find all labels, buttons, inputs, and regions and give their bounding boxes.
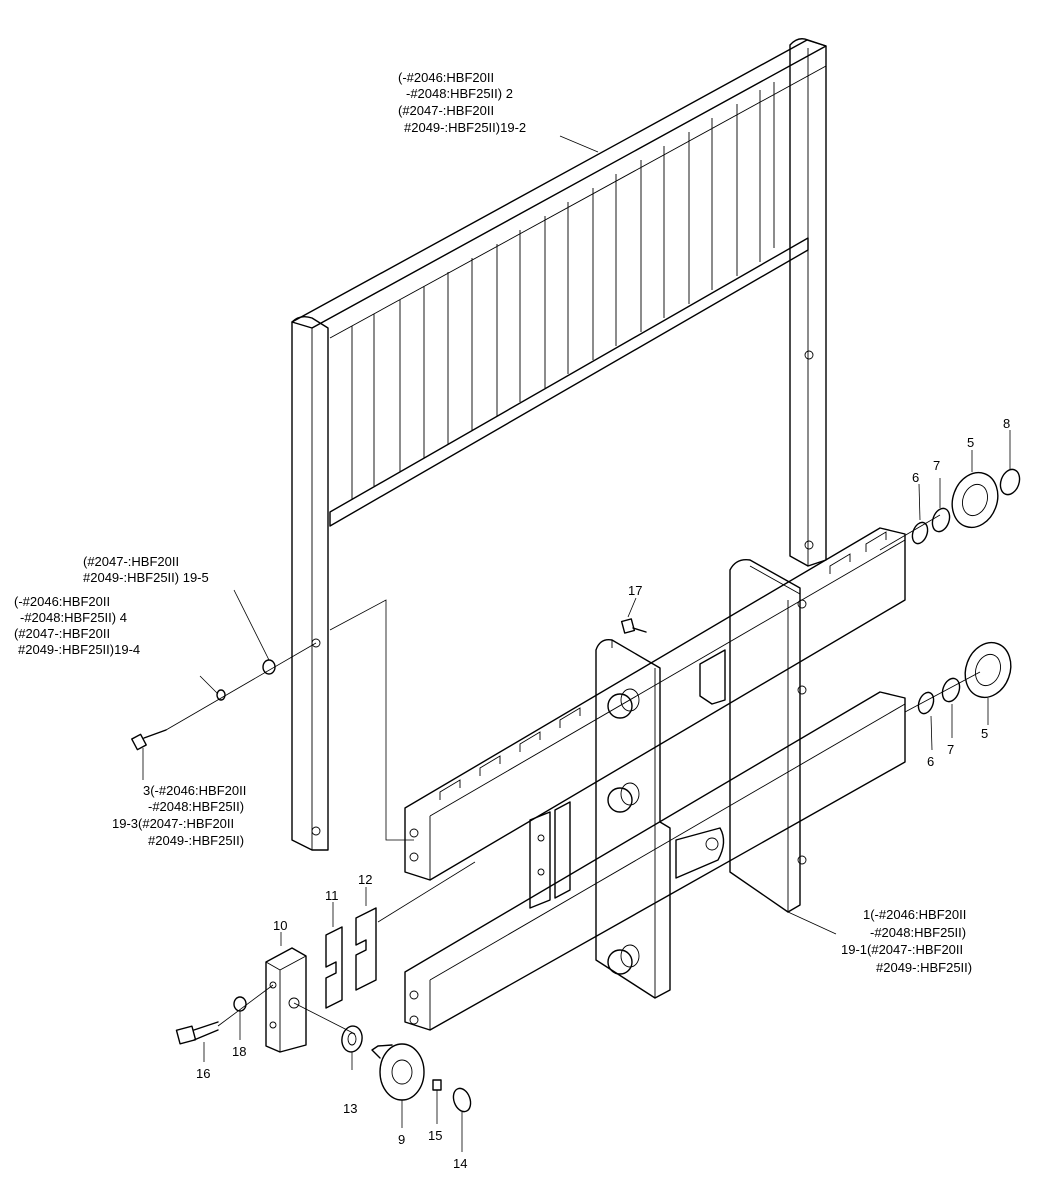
svg-text:(#2047-:HBF20II: (#2047-:HBF20II — [83, 554, 179, 569]
svg-text:12: 12 — [358, 872, 372, 887]
svg-text:19-3(#2047-:HBF20II: 19-3(#2047-:HBF20II — [112, 816, 234, 831]
svg-text:13: 13 — [343, 1101, 357, 1116]
svg-text:11: 11 — [325, 888, 339, 903]
callout-washer-19-5: (#2047-:HBF20II #2049-:HBF25II) 19-5 — [83, 554, 209, 585]
svg-text:-#2048:HBF25II): -#2048:HBF25II) — [870, 925, 966, 940]
fork-carriage — [404, 527, 906, 1031]
roller-9-assembly — [293, 1002, 472, 1152]
svg-text:6: 6 — [927, 754, 934, 769]
svg-text:#2049-:HBF25II): #2049-:HBF25II) — [148, 833, 244, 848]
svg-text:#2049-:HBF25II): #2049-:HBF25II) — [876, 960, 972, 975]
callout-carriage: 1(-#2046:HBF20II -#2048:HBF25II) 19-1(#2… — [787, 907, 972, 975]
shim-12 — [355, 861, 476, 991]
svg-text:(-#2046:HBF20II: (-#2046:HBF20II — [14, 594, 110, 609]
svg-text:19-1(#2047-:HBF20II: 19-1(#2047-:HBF20II — [841, 942, 963, 957]
svg-text:#2049-:HBF25II) 19-5: #2049-:HBF25II) 19-5 — [83, 570, 209, 585]
svg-text:(-#2046:HBF20II: (-#2046:HBF20II — [398, 70, 494, 85]
bolt-3-assembly — [131, 589, 414, 841]
callout-backrest: (-#2046:HBF20II -#2048:HBF25II) 2 (#2047… — [398, 70, 599, 153]
svg-text:7: 7 — [933, 458, 940, 473]
shim-11 — [325, 902, 343, 1009]
svg-text:8: 8 — [1003, 416, 1010, 431]
bearing-set-upper — [879, 430, 1021, 551]
bearing-set-lower — [904, 641, 1012, 751]
svg-text:1(-#2046:HBF20II: 1(-#2046:HBF20II — [863, 907, 966, 922]
svg-text:15: 15 — [428, 1128, 442, 1143]
svg-text:6: 6 — [912, 470, 919, 485]
svg-text:(#2047-:HBF20II: (#2047-:HBF20II — [14, 626, 110, 641]
bolt-16 — [175, 984, 274, 1062]
svg-text:(#2047-:HBF20II: (#2047-:HBF20II — [398, 103, 494, 118]
load-backrest — [291, 38, 827, 851]
svg-text:14: 14 — [453, 1156, 467, 1171]
bolt-17 — [620, 597, 647, 634]
svg-text:-#2048:HBF25II) 4: -#2048:HBF25II) 4 — [20, 610, 127, 625]
svg-text:5: 5 — [981, 726, 988, 741]
svg-text:-#2048:HBF25II): -#2048:HBF25II) — [148, 799, 244, 814]
svg-text:17: 17 — [628, 583, 642, 598]
svg-text:18: 18 — [232, 1044, 246, 1059]
part-numbers: 5 5 6 6 7 7 8 9 10 11 12 13 14 15 16 17 … — [196, 416, 1010, 1171]
block-10 — [265, 932, 307, 1053]
svg-text:16: 16 — [196, 1066, 210, 1081]
svg-text:#2049-:HBF25II)19-2: #2049-:HBF25II)19-2 — [404, 120, 526, 135]
carriage-rollers — [607, 688, 640, 975]
svg-text:#2049-:HBF25II)19-4: #2049-:HBF25II)19-4 — [18, 642, 140, 657]
svg-text:7: 7 — [947, 742, 954, 757]
svg-text:9: 9 — [398, 1132, 405, 1147]
backrest-slats — [351, 82, 775, 500]
callout-washer-4: (-#2046:HBF20II -#2048:HBF25II) 4 (#2047… — [14, 594, 140, 657]
svg-text:5: 5 — [967, 435, 974, 450]
svg-text:-#2048:HBF25II) 2: -#2048:HBF25II) 2 — [406, 86, 513, 101]
svg-text:10: 10 — [273, 918, 287, 933]
svg-text:3(-#2046:HBF20II: 3(-#2046:HBF20II — [143, 783, 246, 798]
callout-bolt-3: 3(-#2046:HBF20II -#2048:HBF25II) 19-3(#2… — [112, 783, 246, 848]
